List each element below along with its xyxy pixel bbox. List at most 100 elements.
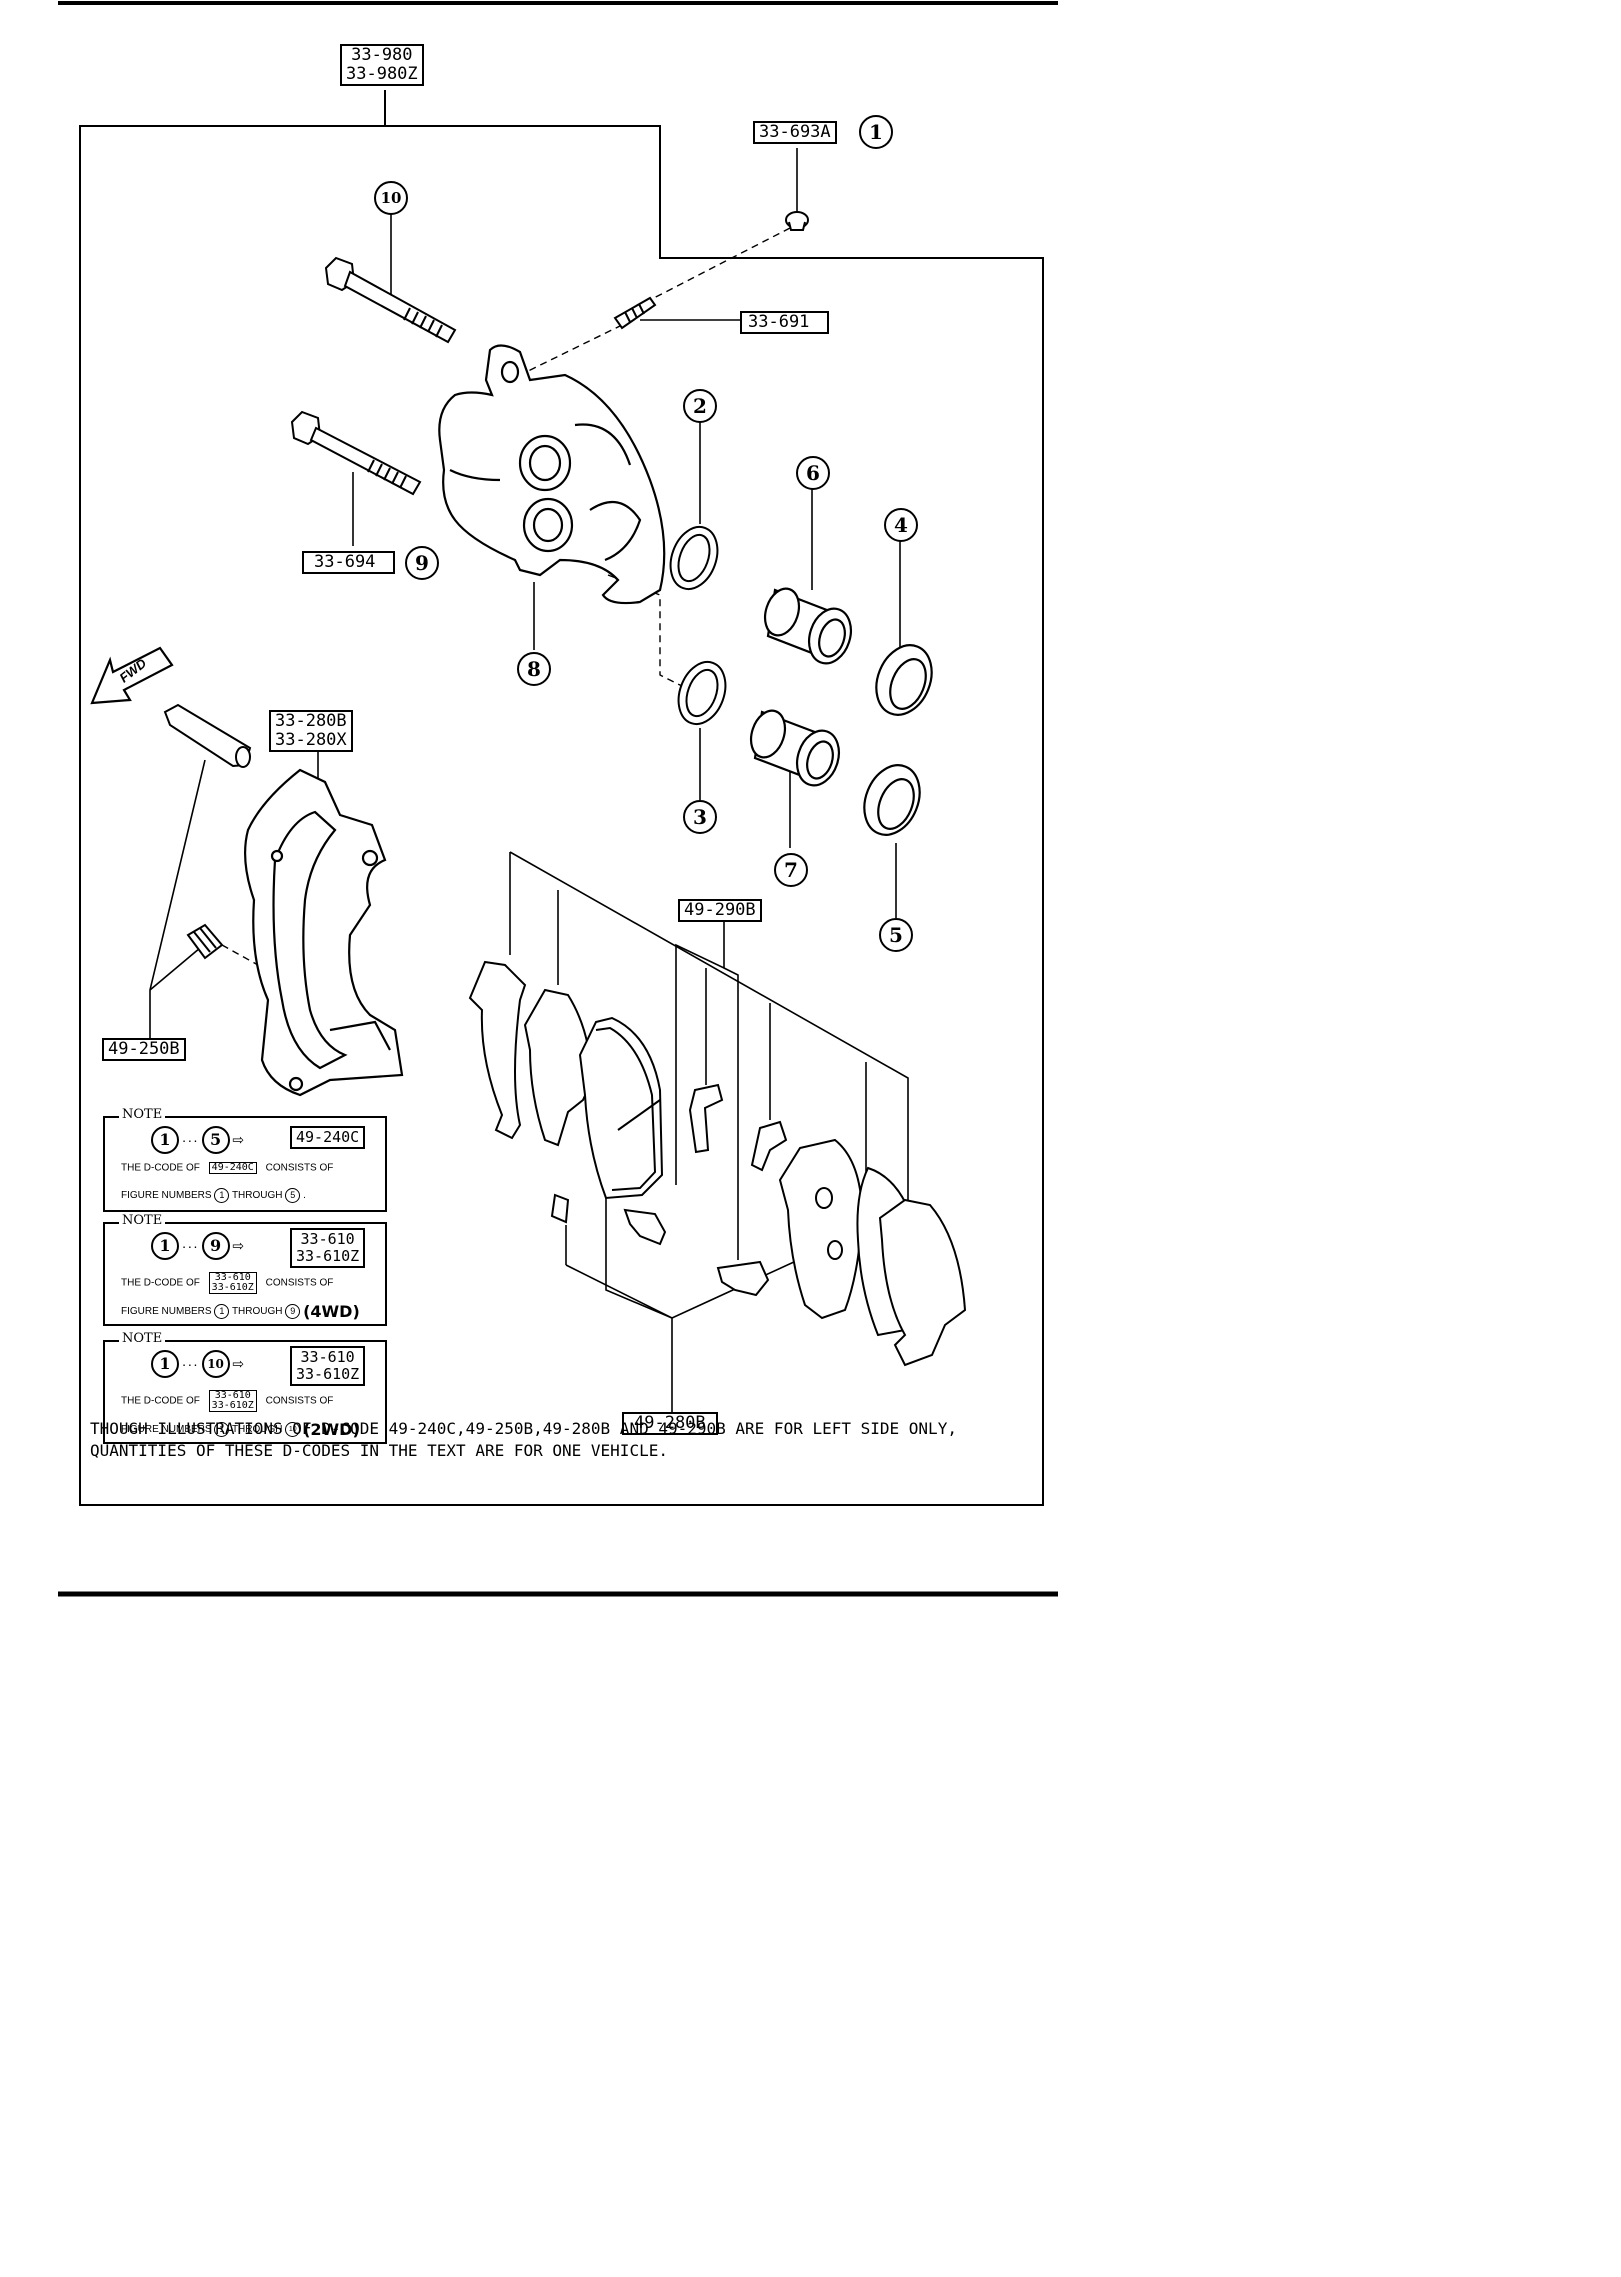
note-ellipsis: ··· — [181, 1356, 199, 1372]
arrow-icon: ⇨ — [232, 1237, 245, 1254]
assembly-outline — [79, 125, 1044, 1506]
pad-clip-lower — [716, 1260, 770, 1297]
piston-seal-upper — [669, 526, 719, 590]
figure-number-7: 7 — [774, 853, 808, 887]
figure-number-3: 3 — [683, 800, 717, 834]
note-line-1: THE D-CODE OF 49-240C CONSISTS OF — [121, 1162, 333, 1174]
footer-line-2: QUANTITIES OF THESE D-CODES IN THE TEXT … — [90, 1441, 668, 1460]
note-line-1: THE D-CODE OF 33-610 33-610Z CONSISTS OF — [121, 1390, 333, 1412]
dust-boot-lower — [863, 764, 921, 836]
note-result-code: 33-610 33-610Z — [290, 1228, 366, 1268]
note-prefix: THE D-CODE OF — [121, 1277, 200, 1289]
bleeder-screw-code-box: 33-691 — [740, 311, 830, 334]
note-prefix-2: FIGURE NUMBERS — [121, 1306, 212, 1318]
assembly-code-box: 33-980 33-980Z — [340, 44, 424, 86]
note-to-number: 5 — [201, 1126, 230, 1154]
piston-upper — [763, 587, 852, 665]
note-to-small: 9 — [285, 1304, 301, 1319]
figure-number-5: 5 — [879, 918, 913, 952]
note-inline-code: 49-240C — [208, 1162, 257, 1174]
note-result-code: 33-610 33-610Z — [290, 1346, 366, 1386]
pad-set-code-box: 49-280B — [622, 1412, 718, 1435]
note-extra: (4WD) — [303, 1302, 360, 1321]
pad-shim-outer-left — [468, 960, 527, 1140]
arrow-icon: ⇨ — [232, 1355, 245, 1372]
figure-number-8: 8 — [517, 652, 551, 686]
fwd-direction-arrow — [90, 646, 174, 705]
caliper-body-part — [438, 344, 666, 605]
note-box-1: NOTE 1 ··· 5 ⇨ 49-240C THE D-CODE OF 49-… — [103, 1107, 387, 1212]
brake-caliper-exploded-diagram — [58, 1, 1058, 1597]
piston-lower — [749, 709, 840, 787]
note-from-number: 1 — [151, 1126, 179, 1154]
note-range-row: 1 ··· 9 ⇨ — [151, 1232, 244, 1260]
figure-number-1: 1 — [859, 115, 893, 149]
note-from-small: 1 — [214, 1304, 230, 1319]
note-prefix-2: FIGURE NUMBERS — [121, 1424, 212, 1436]
leader-lines — [149, 148, 909, 1412]
note-from-number: 1 — [151, 1350, 179, 1378]
guide-bolt-code-box: 33-694 — [302, 551, 396, 574]
note-suffix: CONSISTS OF — [265, 1277, 334, 1289]
bleeder-cap-code-box: 33-693A — [753, 121, 837, 144]
note-box-2: NOTE 1 ··· 9 ⇨ 33-610 33-610Z THE D-CODE… — [103, 1213, 387, 1326]
bleeder-screw-part — [613, 296, 657, 330]
note-suffix: CONSISTS OF — [265, 1395, 334, 1407]
footer-line-1: THOUGH ILLUSTRATIONS OF D-CODE 49-240C,4… — [90, 1419, 957, 1438]
guide-bolt-upper — [324, 256, 457, 344]
note-suffix: CONSISTS OF — [265, 1162, 334, 1174]
dust-boot-upper — [875, 644, 933, 716]
mounting-support-part — [244, 768, 404, 1097]
note-from-number: 1 — [151, 1232, 179, 1260]
figure-number-9: 9 — [405, 546, 439, 580]
note-to-small: 5 — [285, 1188, 301, 1203]
guide-pin-part — [163, 703, 252, 768]
pad-clip-code-box: 49-290B — [678, 899, 762, 922]
note-extra: . — [303, 1190, 306, 1202]
note-through: THROUGH — [231, 1424, 283, 1436]
note-from-small: 1 — [214, 1188, 230, 1203]
guide-bolt-lower — [290, 410, 422, 496]
note-line-2: FIGURE NUMBERS 1 THROUGH 5 . — [121, 1188, 306, 1203]
note-to-number: 9 — [201, 1232, 230, 1260]
mounting-support-code-box: 33-280B 33-280X — [269, 710, 353, 752]
note-label: NOTE — [119, 1331, 166, 1346]
note-prefix: THE D-CODE OF — [121, 1162, 200, 1174]
note-prefix: THE D-CODE OF — [121, 1395, 200, 1407]
note-prefix-2: FIGURE NUMBERS — [121, 1190, 212, 1202]
note-inline-code: 33-610 33-610Z — [208, 1390, 257, 1412]
note-inline-code: 33-610 33-610Z — [208, 1272, 257, 1294]
figure-number-4: 4 — [884, 508, 918, 542]
note-ellipsis: ··· — [181, 1238, 199, 1254]
note-line-1: THE D-CODE OF 33-610 33-610Z CONSISTS OF — [121, 1272, 333, 1294]
figure-number-10: 10 — [374, 181, 408, 215]
pad-clip-inner — [550, 1193, 667, 1246]
note-range-row: 1 ··· 5 ⇨ — [151, 1126, 244, 1154]
figure-number-6: 6 — [796, 456, 830, 490]
pad-shim-inner-left — [523, 988, 594, 1147]
note-line-2: FIGURE NUMBERS 1 THROUGH 9 (4WD) — [121, 1302, 360, 1321]
note-label: NOTE — [119, 1213, 166, 1228]
brake-pad-inner — [578, 1016, 664, 1200]
pad-shim-outer-right — [878, 1198, 967, 1367]
note-box-3: NOTE 1 ··· 10 ⇨ 33-610 33-610Z THE D-COD… — [103, 1331, 387, 1444]
arrow-icon: ⇨ — [232, 1131, 245, 1148]
note-line-2: FIGURE NUMBERS 1 THROUGH 10 (2WD) — [121, 1420, 360, 1439]
guide-boot-part — [186, 923, 224, 960]
pad-clip-upper — [688, 1083, 788, 1172]
bleeder-cap-part — [785, 211, 809, 231]
footer-disclaimer: THOUGH ILLUSTRATIONS OF D-CODE 49-240C,4… — [90, 1418, 957, 1462]
note-to-number: 10 — [201, 1350, 230, 1378]
note-through: THROUGH — [231, 1306, 283, 1318]
piston-seal-lower — [677, 661, 727, 725]
guide-boot-code-box: 49-250B — [102, 1038, 186, 1061]
note-ellipsis: ··· — [181, 1132, 199, 1148]
note-range-row: 1 ··· 10 ⇨ — [151, 1350, 244, 1378]
note-through: THROUGH — [231, 1190, 283, 1202]
note-from-small: 1 — [214, 1422, 230, 1437]
note-extra: (2WD) — [303, 1420, 360, 1439]
note-label: NOTE — [119, 1107, 166, 1122]
brake-pad-outer — [778, 1138, 864, 1320]
figure-number-2: 2 — [683, 389, 717, 423]
note-result-code: 49-240C — [290, 1126, 366, 1149]
